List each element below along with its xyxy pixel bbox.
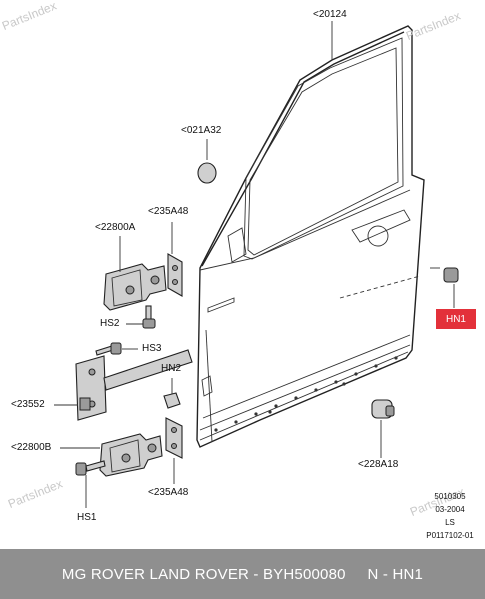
bump-stop-part xyxy=(371,399,395,458)
meta-ls: LS xyxy=(445,518,455,527)
label-lower-bracket: <235A48 xyxy=(148,487,189,498)
label-hn2: HN2 xyxy=(161,363,182,374)
footer-caption: MG ROVER LAND ROVER - BYH500080 N - HN1 xyxy=(0,549,485,599)
label-bump-stop: <228A18 xyxy=(358,459,399,470)
hs1-bolt-part xyxy=(75,460,106,508)
label-hs1: HS1 xyxy=(77,512,97,523)
meta-ref: P0117102-01 xyxy=(426,531,474,540)
upper-bracket-part xyxy=(167,222,183,297)
label-plug: <021A32 xyxy=(181,125,222,136)
label-hs3: HS3 xyxy=(142,343,162,354)
upper-hinge-part xyxy=(103,236,167,311)
meta-code: 5010305 xyxy=(434,492,466,501)
label-check-strap: <23552 xyxy=(11,399,45,410)
door-shell xyxy=(196,25,425,448)
highlight-hn1-badge[interactable]: HN1 xyxy=(436,309,476,329)
lower-bracket-part xyxy=(165,417,183,484)
label-lower-hinge: <22800B xyxy=(11,442,52,453)
check-strap-part xyxy=(54,349,193,421)
label-door-shell: <20124 xyxy=(313,9,347,20)
label-upper-bracket: <235A48 xyxy=(148,206,189,217)
meta-date: 03-2004 xyxy=(435,505,465,514)
plug-part xyxy=(197,162,217,184)
label-upper-hinge: <22800A xyxy=(95,222,136,233)
hs3-bolt-part xyxy=(95,342,138,356)
door-exploded-view xyxy=(54,21,459,508)
hn2-nut-part xyxy=(163,378,181,409)
label-hs2: HS2 xyxy=(100,318,120,329)
parts-diagram: PartsIndex PartsIndex PartsIndex PartsIn… xyxy=(0,0,482,542)
hn1-nut-part xyxy=(430,267,459,308)
hs2-bolt-part xyxy=(126,305,156,329)
lower-hinge-part xyxy=(60,433,163,477)
diagram-meta: 5010305 03-2004 LS P0117102-01 xyxy=(418,490,482,542)
